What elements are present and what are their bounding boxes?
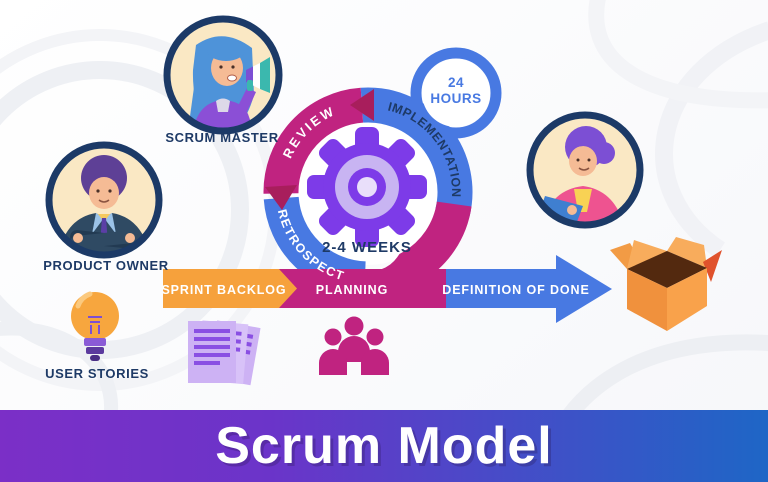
megaphone-icon — [246, 57, 270, 93]
cycle-chevron-left-icon — [265, 185, 297, 210]
cycle-chevron-top-icon — [350, 89, 374, 121]
sprint-length-label: 2-4 WEEKS — [322, 239, 412, 256]
arc-implementation — [360, 87, 473, 218]
user-stories-label: USER STORIES — [45, 366, 149, 381]
lightbulb-icon — [71, 291, 119, 361]
daily-cycle-circle: 24 HOURS — [410, 47, 502, 139]
scrum-master-label: SCRUM MASTER — [165, 130, 279, 145]
arc-review — [263, 87, 364, 194]
team-icon — [319, 316, 389, 375]
scrum-master-avatar — [163, 15, 283, 135]
page-title: Scrum Model — [215, 417, 553, 475]
flow-arrowhead-icon — [556, 255, 612, 323]
flow-segment-planning — [279, 269, 446, 308]
daily-cycle-label-hours: HOURS — [430, 91, 481, 106]
gear-icon — [307, 127, 427, 247]
documents-icon — [188, 320, 261, 386]
sprint-backlog-label: SPRINT BACKLOG — [161, 283, 286, 297]
planning-label: PLANNING — [316, 283, 388, 297]
daily-cycle-label-24: 24 — [448, 75, 464, 90]
title-banner: Scrum Model — [0, 410, 768, 482]
flow-arrow: SPRINT BACKLOG PLANNING DEFINITION OF DO… — [161, 201, 612, 323]
product-owner-avatar — [45, 141, 163, 259]
flow-segment-sprint-backlog — [163, 269, 297, 308]
product-owner-label: PRODUCT OWNER — [43, 258, 169, 273]
open-box-icon — [610, 237, 722, 331]
developer-avatar — [526, 111, 644, 229]
definition-of-done-label: DEFINITION OF DONE — [442, 283, 589, 297]
